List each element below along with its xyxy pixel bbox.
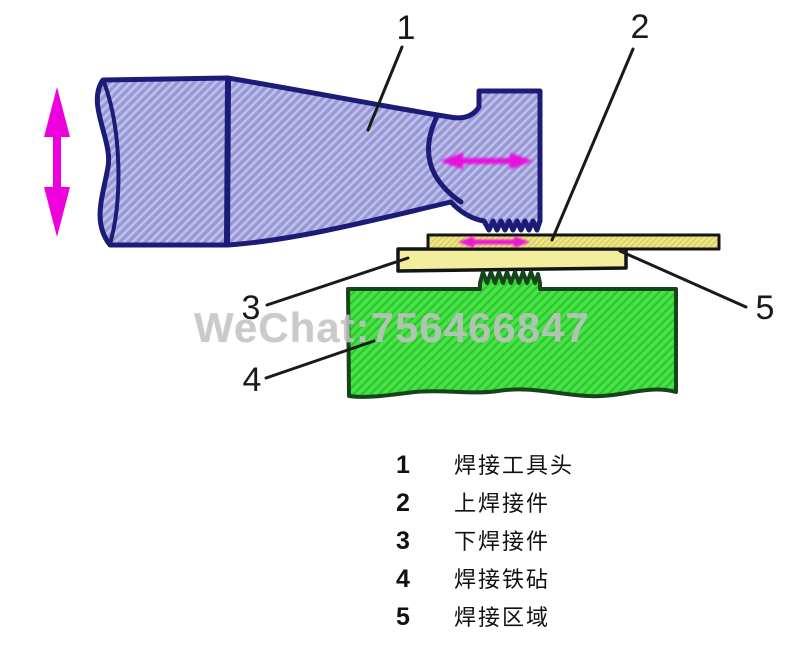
legend-row-5: 5 焊接区域: [396, 604, 574, 631]
legend-label: 焊接铁砧: [454, 567, 551, 592]
legend-number: 3: [396, 527, 410, 555]
callout-line-1: [366, 45, 404, 132]
legend-row-1: 1 焊接工具头: [396, 452, 574, 479]
horn-end-cap-arc: [102, 80, 121, 246]
legend-number: 2: [396, 489, 410, 517]
legend-row-3: 3 下焊接件: [396, 528, 574, 555]
callout-line-2: [550, 47, 635, 242]
horn-neck-crease-line: [426, 113, 464, 205]
welding-anvil-shape: [346, 270, 678, 399]
callout-lines: [264, 45, 748, 380]
legend-label: 下焊接件: [454, 529, 551, 554]
legend-label: 焊接区域: [454, 605, 551, 630]
lower-workpiece-strip: [396, 247, 628, 273]
weld-vibration-arrow-icon: [458, 236, 530, 248]
callout-number-1: 1: [397, 9, 416, 47]
legend-label: 上焊接件: [454, 491, 551, 516]
horn-section-divider-line: [224, 77, 231, 247]
legend-number: 1: [396, 451, 410, 479]
legend-row-4: 4 焊接铁砧: [396, 566, 574, 593]
legend-row-2: 2 上焊接件: [396, 490, 574, 517]
callout-line-5: [618, 249, 748, 309]
callout-line-4: [264, 339, 376, 380]
callout-number-2: 2: [631, 8, 650, 46]
legend: 1 焊接工具头 2 上焊接件 3 下焊接件 4 焊接铁砧 5 焊接区域: [396, 452, 574, 642]
legend-number: 5: [396, 603, 410, 631]
callout-number-3: 3: [242, 289, 261, 327]
legend-label: 焊接工具头: [454, 453, 575, 478]
legend-number: 4: [396, 565, 410, 593]
stack-vibration-arrow-icon: [44, 87, 70, 237]
upper-workpiece-strip: [426, 233, 721, 251]
callout-number-4: 4: [243, 361, 262, 399]
callout-line-3: [265, 256, 410, 307]
callout-number-5: 5: [756, 289, 775, 327]
horn-vibration-arrow-icon: [440, 152, 533, 170]
